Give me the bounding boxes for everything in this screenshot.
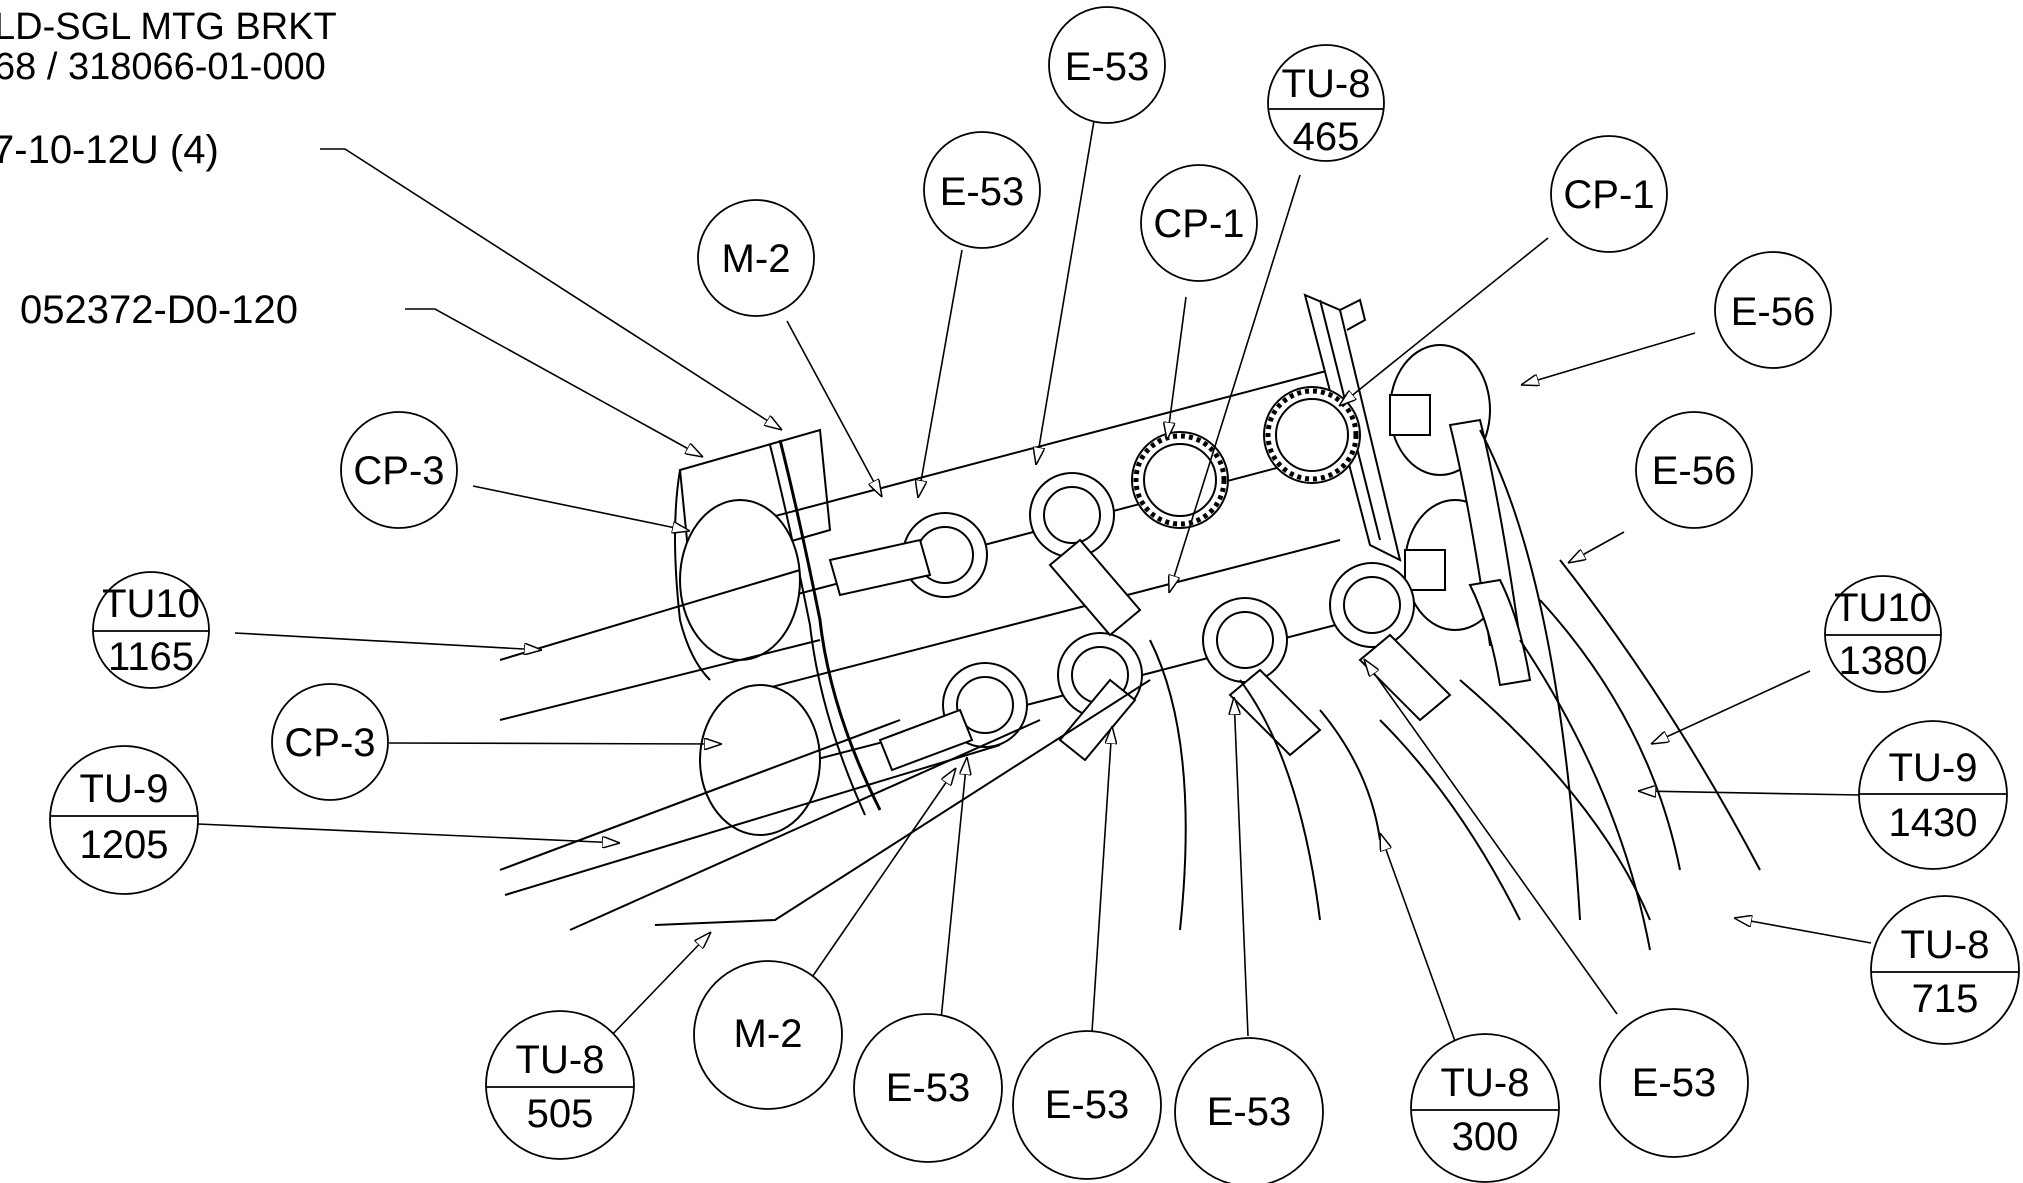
balloon-b8-label: CP-3 [353, 449, 444, 493]
balloon-b14: TU-9 1430 [1858, 720, 2008, 870]
balloon-b20-label: E-53 [1207, 1090, 1292, 1134]
balloon-b4: CP-1 [1140, 164, 1258, 282]
balloon-b17-top: TU-8 [516, 1038, 605, 1082]
balloon-b12: CP-3 [271, 683, 389, 801]
balloon-b2-top: TU-8 [1282, 62, 1371, 106]
balloon-b19: E-53 [1012, 1030, 1162, 1180]
balloon-b1: E-53 [1048, 6, 1166, 124]
balloon-b1-label: E-53 [1065, 45, 1150, 89]
balloon-b22: E-53 [1599, 1008, 1749, 1158]
balloon-b18-label: E-53 [886, 1066, 971, 1110]
balloon-b15-top: TU-8 [1901, 923, 1990, 967]
balloon-b16-label: M-2 [734, 1012, 803, 1056]
balloon-b11-bottom: 1380 [1839, 639, 1928, 683]
part-number-label: 052372-D0-120 [20, 288, 298, 332]
balloon-b14-top: TU-9 [1889, 746, 1978, 790]
balloon-b8: CP-3 [340, 411, 458, 529]
title-line-1: LD-SGL MTG BRKT [0, 6, 337, 48]
balloon-b11-top: TU10 [1834, 586, 1932, 630]
balloon-b5: CP-1 [1550, 135, 1668, 253]
balloon-b20: E-53 [1174, 1037, 1324, 1183]
balloon-b6: M-2 [697, 199, 815, 317]
balloon-b6-label: M-2 [722, 237, 791, 281]
balloon-b3: E-53 [923, 131, 1041, 249]
balloon-b10-top: TU10 [102, 582, 200, 626]
balloon-b17-bottom: 505 [527, 1092, 594, 1136]
balloon-b7: E-56 [1714, 251, 1832, 369]
title-line-2: 68 / 318066-01-000 [0, 46, 326, 88]
balloon-b9: E-56 [1635, 411, 1753, 529]
balloon-b21: TU-8 300 [1410, 1033, 1560, 1183]
balloon-b15-bottom: 715 [1912, 977, 1979, 1021]
balloon-b22-label: E-53 [1632, 1061, 1717, 1105]
balloon-b19-label: E-53 [1045, 1083, 1130, 1127]
balloon-b10-bottom: 1165 [108, 635, 194, 679]
balloon-b13-bottom: 1205 [80, 823, 169, 867]
balloon-b3-label: E-53 [940, 170, 1025, 214]
assembly-body [499, 293, 1761, 951]
balloon-b21-bottom: 300 [1452, 1115, 1519, 1159]
balloon-b21-top: TU-8 [1441, 1061, 1530, 1105]
balloon-b2-bottom: 465 [1293, 115, 1360, 159]
balloon-b13: TU-9 1205 [49, 745, 199, 895]
balloon-b13-top: TU-9 [80, 767, 169, 811]
balloon-b10: TU10 1165 [92, 571, 210, 689]
hardware-label: 7-10-12U (4) [0, 128, 219, 172]
balloon-b7-label: E-56 [1731, 290, 1816, 334]
balloon-b4-label: CP-1 [1153, 202, 1244, 246]
balloon-b9-label: E-56 [1652, 449, 1737, 493]
balloon-b11: TU10 1380 [1824, 575, 1942, 693]
leader-lines [197, 102, 1872, 1051]
balloon-b2: TU-8 465 [1267, 44, 1385, 162]
balloon-b18: E-53 [853, 1013, 1003, 1163]
balloon-b14-bottom: 1430 [1889, 801, 1978, 845]
balloon-b15: TU-8 715 [1870, 895, 2020, 1045]
balloon-b17: TU-8 505 [485, 1010, 635, 1160]
balloon-b5-label: CP-1 [1563, 173, 1654, 217]
balloon-b16: M-2 [693, 960, 843, 1110]
balloon-b12-label: CP-3 [284, 721, 375, 765]
